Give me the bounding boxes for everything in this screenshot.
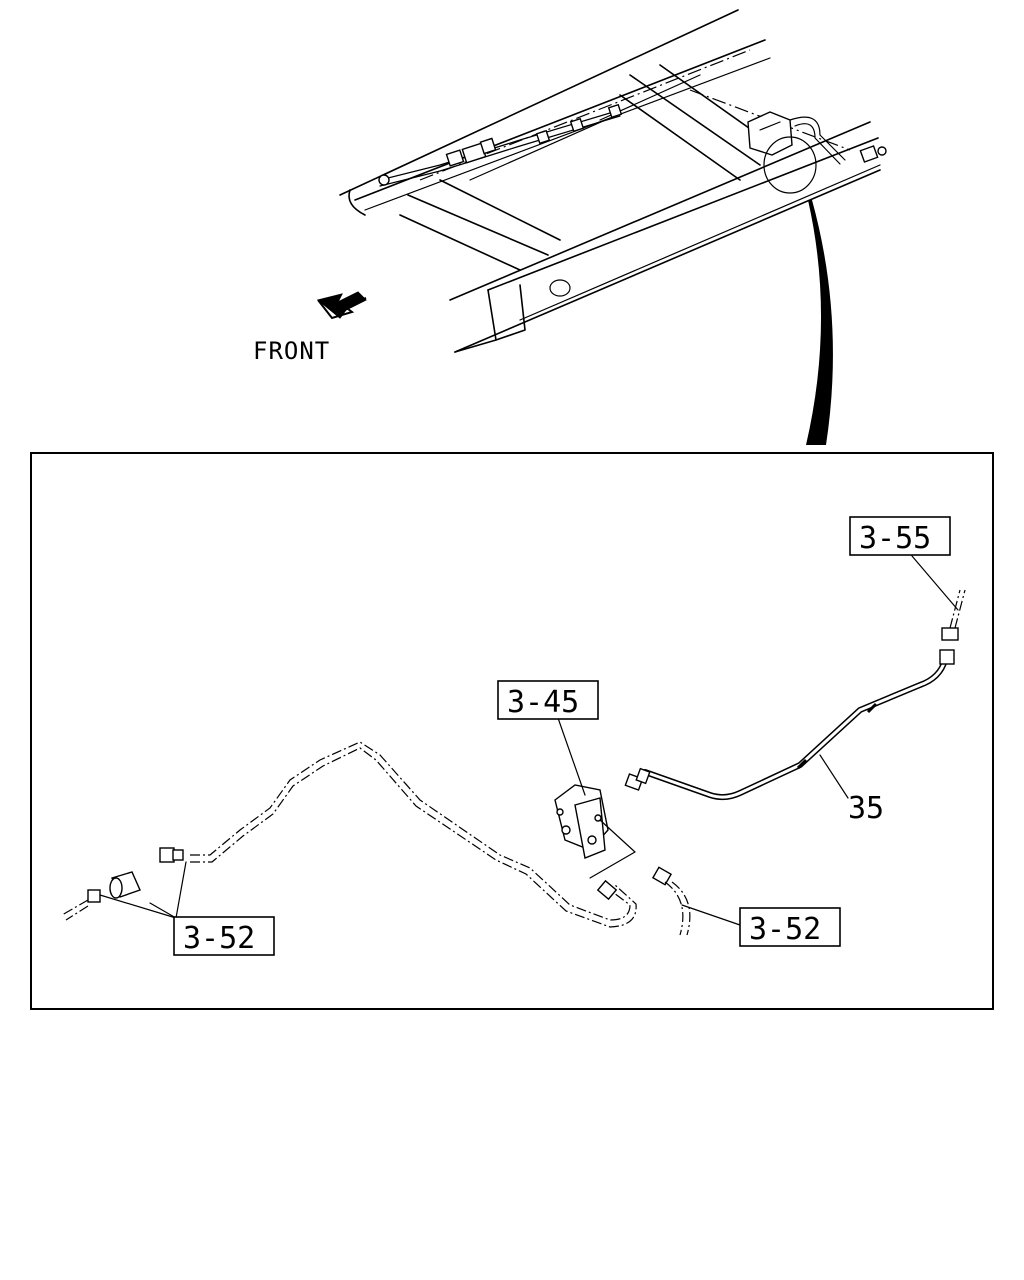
- detail-frame: [30, 452, 994, 1010]
- left-union-fitting: [61, 871, 141, 921]
- brake-pipe-left: [190, 741, 637, 928]
- callout-35: 35: [848, 791, 884, 826]
- flex-hose-right: [664, 881, 684, 936]
- callout-3-52-right: 3-52: [739, 907, 841, 947]
- brake-valve-bracket: [554, 784, 636, 879]
- detail-leader: [806, 200, 833, 445]
- svg-text:35: 35: [848, 791, 884, 826]
- svg-text:3-55: 3-55: [859, 521, 931, 556]
- leader-3-52-left-c: [175, 861, 187, 919]
- pipe-fitting-upper: [939, 589, 966, 665]
- left-pipe-fittings: [159, 847, 673, 901]
- leader-3-52-left-b: [149, 902, 177, 919]
- callout-3-55: 3-55: [849, 516, 951, 556]
- pipe-fitting-left-of-35: [624, 767, 651, 791]
- leader-35: [819, 754, 849, 799]
- chassis-frame-overview: [339, 9, 887, 353]
- callout-3-52-left: 3-52: [173, 916, 275, 956]
- leader-3-52-left-a: [99, 894, 177, 919]
- svg-text:3-45: 3-45: [507, 685, 579, 720]
- brake-pipe-35: [642, 657, 948, 801]
- leader-3-45: [557, 717, 586, 796]
- svg-text:3-52: 3-52: [183, 921, 255, 956]
- svg-text:3-52: 3-52: [749, 912, 821, 947]
- front-label: FRONT: [253, 337, 330, 365]
- callout-3-45: 3-45: [497, 680, 599, 720]
- leader-3-55: [911, 555, 959, 611]
- leader-3-52-right: [681, 904, 741, 926]
- front-arrow-icon: [316, 291, 367, 320]
